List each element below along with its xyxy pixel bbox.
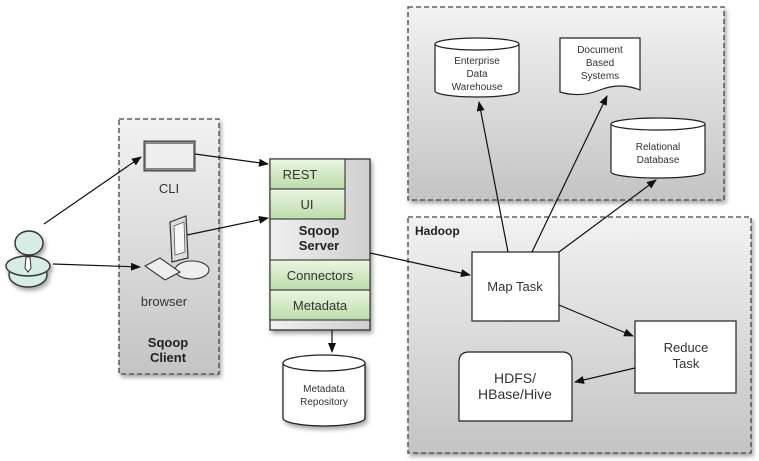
sqoop-client-title-line2: Client [150,350,187,365]
docs-line2: Based [586,58,614,69]
metadata-repository-cylinder[interactable] [282,354,366,427]
ui-module[interactable] [269,188,346,220]
arrow-user-to-browser [52,262,141,271]
rest-module[interactable] [269,158,346,190]
metadata-module[interactable] [269,289,371,321]
cli-label: CLI [159,181,179,196]
rdb-line1: Relational [636,142,680,153]
arrow-server-to-map-task [369,252,471,277]
arrow-browser-to-ui [186,215,269,236]
arrow-map-to-docs [531,95,608,253]
reduce-task-box[interactable] [634,320,737,394]
docs-line1: Document [577,45,623,56]
arrow-reduce-to-hdfs [574,367,636,384]
docs-line3: Systems [581,71,619,82]
hadoop-title: Hadoop [415,224,460,238]
computer-icon[interactable] [143,215,210,281]
metadata-label: Metadata [293,298,348,313]
hdfs-line2: HBase/Hive [478,386,552,402]
reduce-task-line1: Reduce [664,340,709,355]
arrow-map-to-reduce [558,304,634,337]
map-task-box[interactable] [471,251,560,322]
reduce-task-line2: Task [673,356,700,371]
connectors-label: Connectors [287,268,354,283]
hdfs-hbase-hive-box[interactable] [458,351,573,422]
ui-label: UI [301,197,314,212]
sqoop-server-title-line1: Sqoop [299,223,339,238]
browser-label: browser [141,294,188,309]
connectors-module[interactable] [269,259,371,291]
arrow-cli-to-rest [194,153,269,167]
rdb-line2: Database [637,155,680,166]
edw-line1: Enterprise [454,56,500,67]
arrow-map-to-rdb [558,179,657,253]
rest-label: REST [283,167,318,182]
edw-line3: Warehouse [452,82,503,93]
metadata-repository-line2: Repository [300,397,348,408]
map-task-label: Map Task [487,279,543,294]
sqoop-client-title-line1: Sqoop [148,335,188,350]
arrow-map-to-edw [476,101,509,253]
sqoop-client-group: CLI browser Sqoop Client [118,118,220,375]
enterprise-data-warehouse-cylinder[interactable] [434,37,520,98]
arrow-user-to-cli [43,156,142,225]
edw-line2: Data [466,69,488,80]
relational-database-cylinder[interactable] [610,117,706,179]
metadata-repository-line1: Metadata [303,384,345,395]
connector-lines [43,95,657,384]
user-icon [5,230,51,288]
hdfs-line1: HDFS/ [494,370,536,386]
sqoop-server-title-line2: Server [299,238,339,253]
cli-terminal-icon[interactable] [143,140,196,172]
document-based-systems-shape[interactable] [559,37,641,96]
